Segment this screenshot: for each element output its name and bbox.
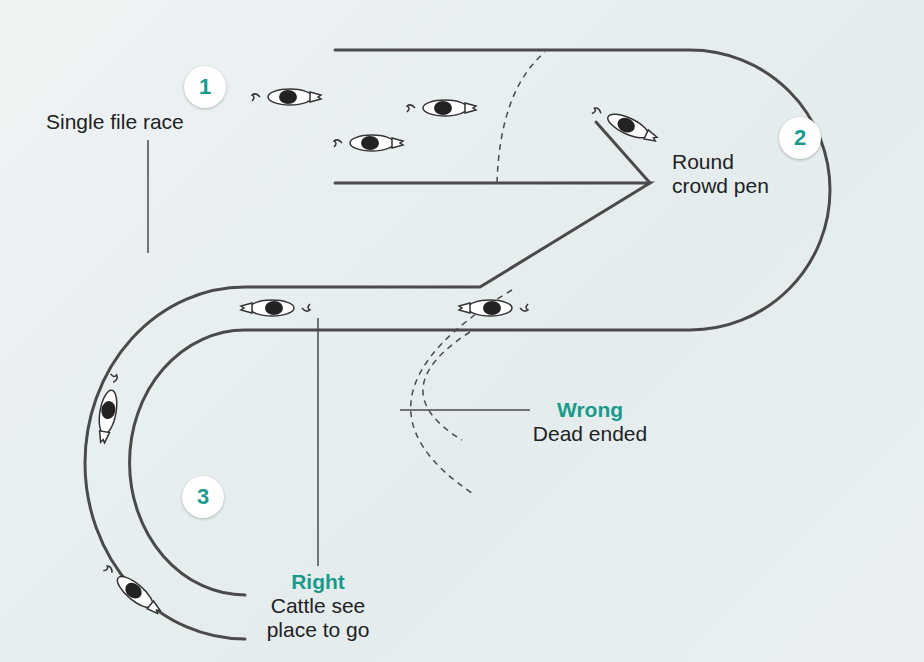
- leader-line: [400, 409, 530, 411]
- leader-line: [147, 140, 149, 253]
- part-label: Round crowd pen: [672, 150, 772, 197]
- label-box: Cattle see place to go: [251, 594, 386, 641]
- verdict-label: Wrong: [557, 398, 623, 422]
- dead-end-wall: [411, 290, 512, 495]
- callout-number: 3: [197, 486, 209, 508]
- cow-figure: [101, 561, 164, 618]
- race-wall: [85, 183, 650, 639]
- callout-circle: 2: [779, 117, 821, 159]
- cow-figure: [252, 89, 321, 105]
- part-label: Cattle see place to go: [251, 594, 386, 641]
- part-label: Dead ended: [533, 422, 647, 446]
- cow-figure: [334, 135, 403, 151]
- label-box: Single file race: [46, 110, 184, 134]
- label-box: Round crowd pen: [672, 150, 772, 197]
- label-box: Wrong: [557, 398, 623, 422]
- verdict-label: Right: [291, 570, 345, 594]
- part-label: Single file race: [46, 110, 184, 134]
- label-box: Right: [291, 570, 345, 594]
- leader-line: [317, 318, 319, 566]
- callout-circle: 1: [184, 66, 226, 108]
- cow-figure: [95, 373, 123, 444]
- cow-figure: [407, 100, 476, 116]
- label-box: Dead ended: [533, 422, 647, 446]
- callout-circle: 3: [182, 476, 224, 518]
- callout-number: 2: [794, 127, 806, 149]
- crowd-gate: [497, 52, 545, 183]
- cow-figure: [459, 300, 528, 316]
- cow-figure: [241, 300, 310, 316]
- dead-end-wall: [423, 332, 470, 440]
- callout-number: 1: [199, 76, 211, 98]
- race-wall: [130, 50, 830, 595]
- cow-figure: [590, 103, 659, 147]
